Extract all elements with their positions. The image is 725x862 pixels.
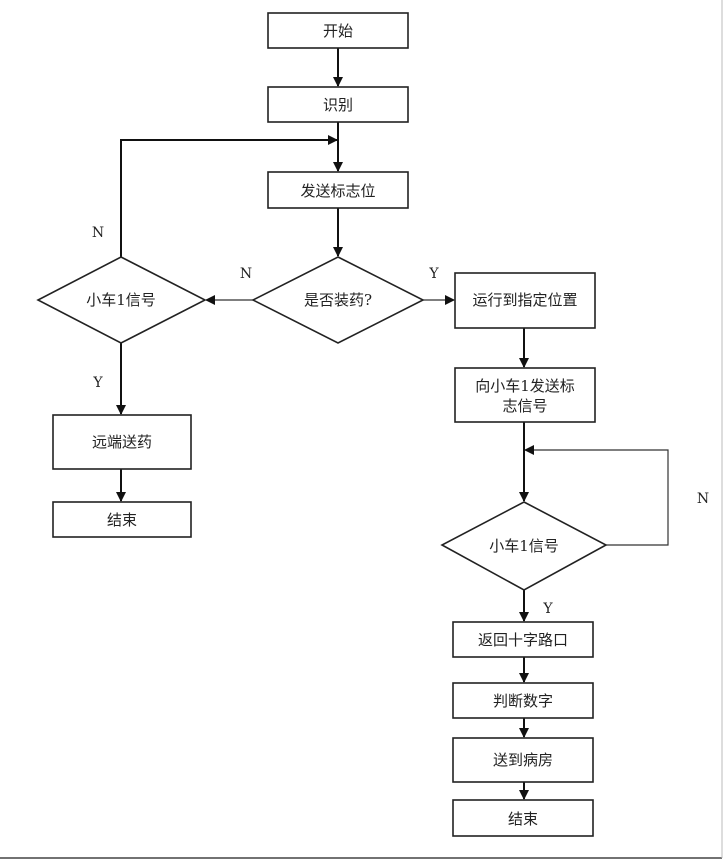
node-send-signal-label-2: 志信号 [502,397,547,415]
node-return-crossroad-label: 返回十字路口 [478,631,568,649]
node-recognize-label: 识别 [323,96,353,114]
node-go-to-position-label: 运行到指定位置 [472,291,577,309]
node-right-end: 结束 [452,799,594,837]
label-loaded-no: N [240,266,252,282]
connectors [116,48,669,800]
decision-left-signal: 小车1信号 [36,256,207,344]
node-left-end: 结束 [52,501,192,538]
node-deliver-ward-label: 送到病房 [493,751,553,769]
decision-left-signal-label: 小车1信号 [86,291,156,309]
label-left-loop-no: N [92,225,104,241]
arrow-left-loop [120,135,338,257]
node-judge-number: 判断数字 [452,682,594,719]
label-left-signal-yes: Y [92,375,103,391]
node-send-flag: 发送标志位 [267,171,409,209]
node-left-end-label: 结束 [107,511,137,529]
node-start: 开始 [267,12,409,49]
node-remote-delivery: 远端送药 [52,414,192,470]
label-loaded-yes: Y [428,266,439,282]
node-go-to-position: 运行到指定位置 [454,272,596,329]
node-start-label: 开始 [323,22,353,40]
decision-right-signal-label: 小车1信号 [489,537,559,555]
node-return-crossroad: 返回十字路口 [452,621,594,658]
node-deliver-ward: 送到病房 [452,737,594,783]
arrow-right-loop [524,445,669,546]
decision-loaded-label: 是否装药? [304,291,372,309]
node-recognize: 识别 [267,86,409,123]
label-right-loop-no: N [697,491,709,507]
node-send-flag-label: 发送标志位 [300,182,375,200]
node-send-signal-label-1: 向小车1发送标 [475,377,575,395]
node-right-end-label: 结束 [508,810,538,828]
node-remote-delivery-label: 远端送药 [92,433,152,451]
decision-right-signal: 小车1信号 [440,501,608,591]
label-right-signal-yes: Y [542,601,553,617]
node-judge-number-label: 判断数字 [493,692,553,710]
node-send-signal: 向小车1发送标 志信号 [454,367,596,423]
decision-loaded: 是否装药? [251,256,425,344]
